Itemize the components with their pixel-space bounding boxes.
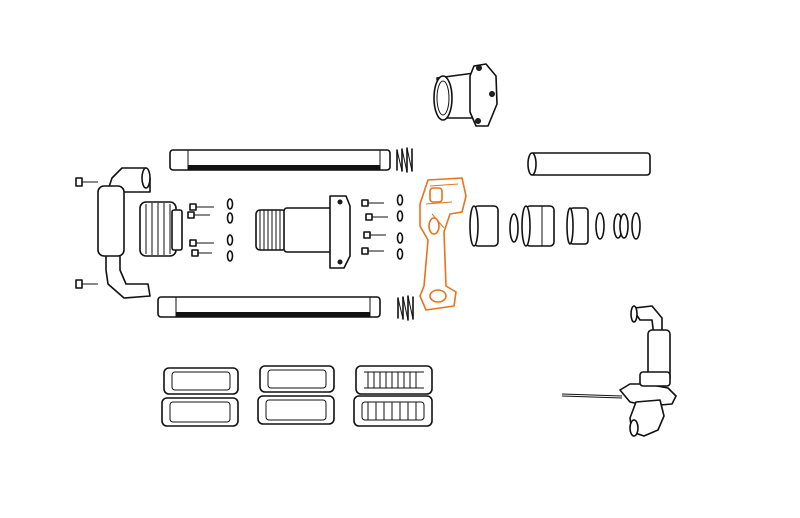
grip-sleeve-3-top bbox=[355, 365, 433, 395]
oring-3 bbox=[613, 213, 629, 239]
knurled-ring bbox=[139, 201, 183, 257]
grip-sleeve-2-top bbox=[259, 365, 335, 393]
assembled-handle bbox=[561, 305, 677, 437]
oring-1 bbox=[509, 213, 519, 243]
oring-2 bbox=[595, 212, 605, 240]
bushing-3 bbox=[566, 207, 589, 245]
left-screws bbox=[75, 177, 98, 289]
screws-left-group bbox=[187, 203, 214, 257]
threaded-body bbox=[255, 195, 351, 269]
oring-4 bbox=[631, 212, 641, 240]
grip-sleeve-2-bottom bbox=[257, 395, 335, 425]
housing-cup bbox=[433, 63, 498, 127]
bushing-2 bbox=[521, 205, 555, 247]
upper-rod bbox=[169, 149, 391, 171]
right-rod bbox=[527, 152, 651, 176]
grip-sleeve-3-bottom bbox=[353, 395, 433, 427]
bushing-1 bbox=[469, 205, 499, 247]
lower-rod bbox=[157, 296, 381, 318]
screws-right-group bbox=[361, 199, 388, 255]
grip-sleeve-1-top bbox=[163, 367, 239, 395]
washers-right bbox=[396, 194, 404, 260]
grip-sleeve-1-bottom bbox=[161, 397, 239, 427]
center-clamp-body bbox=[419, 177, 467, 311]
left-handle bbox=[97, 167, 151, 299]
upper-spring bbox=[396, 147, 413, 173]
lower-spring bbox=[397, 295, 414, 321]
washers-left bbox=[226, 198, 234, 262]
